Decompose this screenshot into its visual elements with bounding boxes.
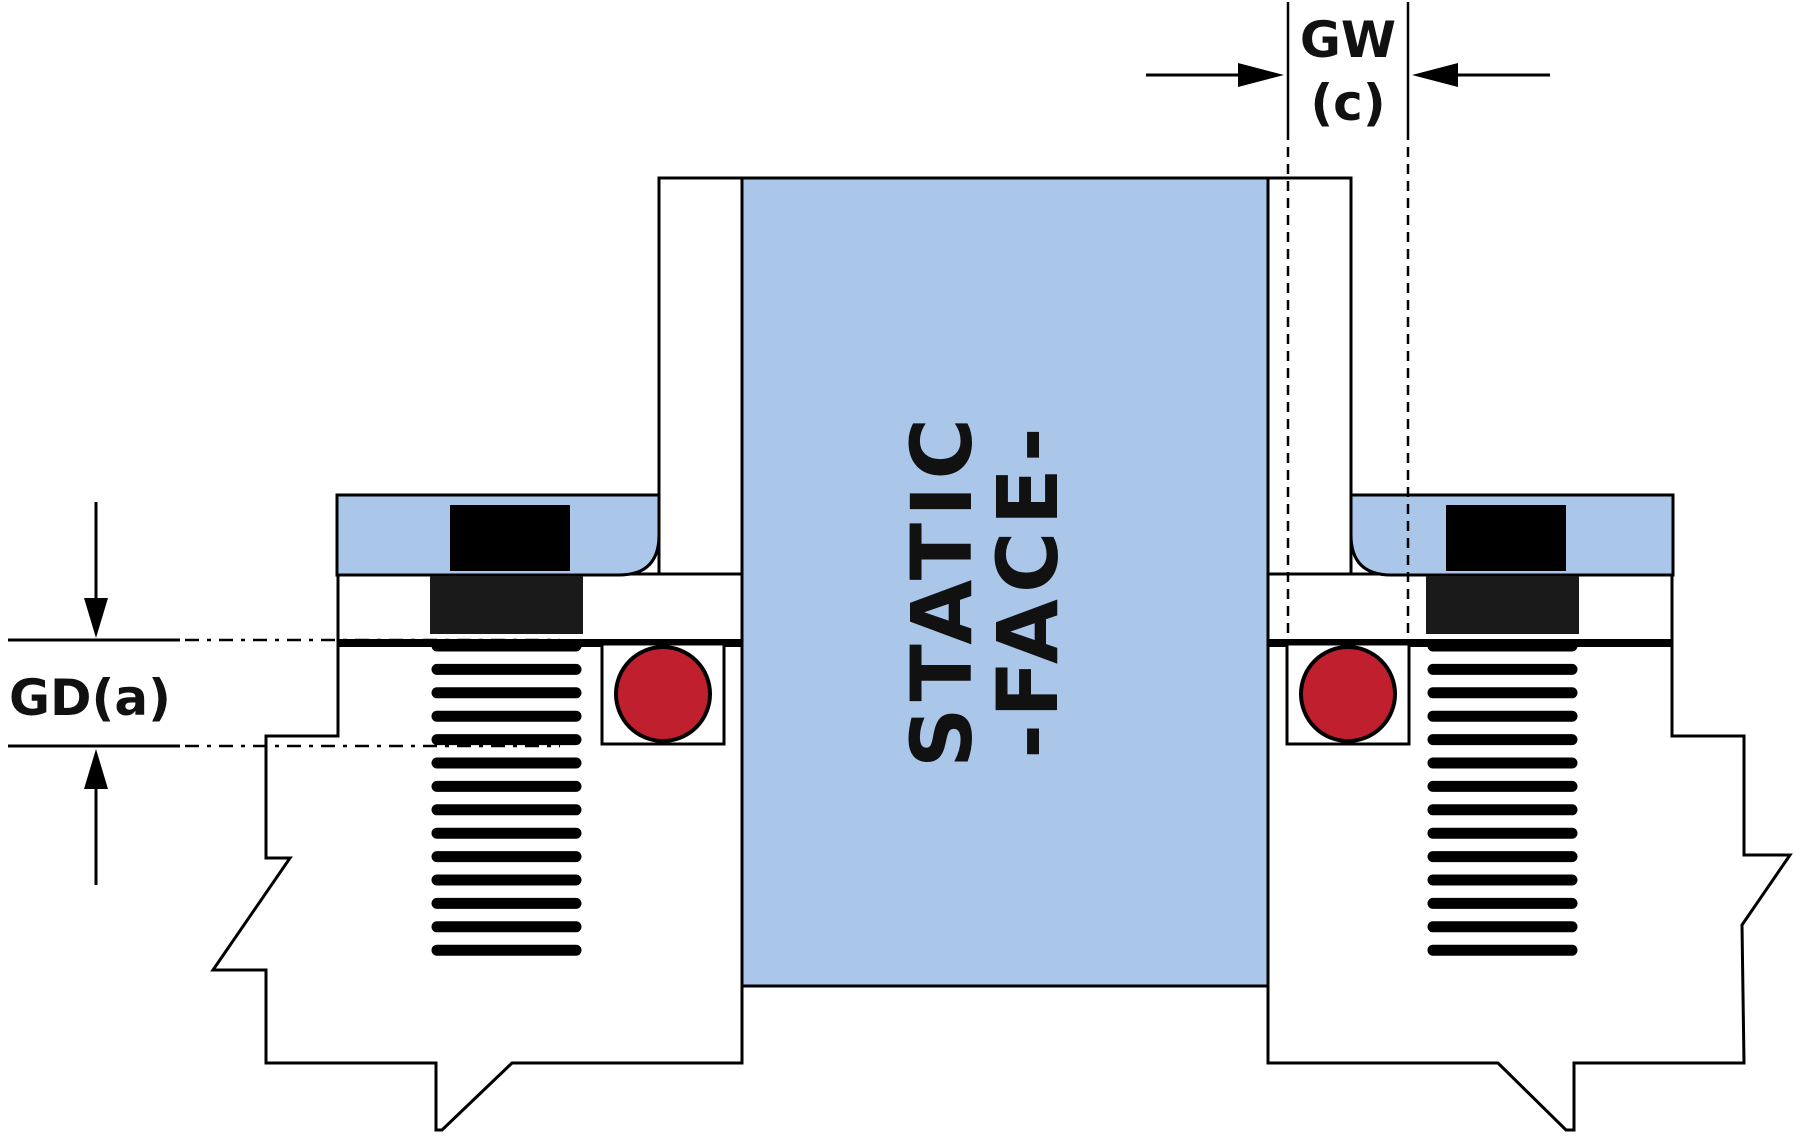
left-bolt: [430, 505, 583, 956]
right-bolt-head: [1446, 505, 1566, 571]
static-face-block: [740, 176, 1270, 988]
left-bolt-head: [450, 505, 570, 571]
left-bolt-threads: [431, 640, 582, 956]
center-label-line1: STATIC: [893, 412, 991, 768]
right-bolt: [1426, 505, 1579, 956]
center-label-line2: -FACE-: [979, 421, 1077, 759]
gd-dimension: GD(a): [8, 502, 560, 885]
right-bolt-threads: [1427, 640, 1578, 956]
gd-label: GD(a): [9, 669, 171, 727]
arrow-head-icon: [84, 598, 108, 638]
gw-dimension: GW (c): [1146, 2, 1550, 644]
center-label: STATIC -FACE-: [893, 412, 1077, 768]
gw-label-line1: GW: [1300, 11, 1396, 69]
right-flange-wall: [1266, 176, 1353, 576]
right-oring: [1299, 645, 1397, 743]
arrow-head-icon: [1412, 63, 1458, 87]
arrow-head-icon: [84, 749, 108, 789]
left-oring: [614, 645, 712, 743]
left-flange-wall: [657, 176, 744, 576]
arrow-head-icon: [1238, 63, 1284, 87]
right-bolt-shank: [1426, 576, 1579, 634]
left-bolt-shank: [430, 576, 583, 634]
gw-label-line2: (c): [1310, 74, 1385, 132]
